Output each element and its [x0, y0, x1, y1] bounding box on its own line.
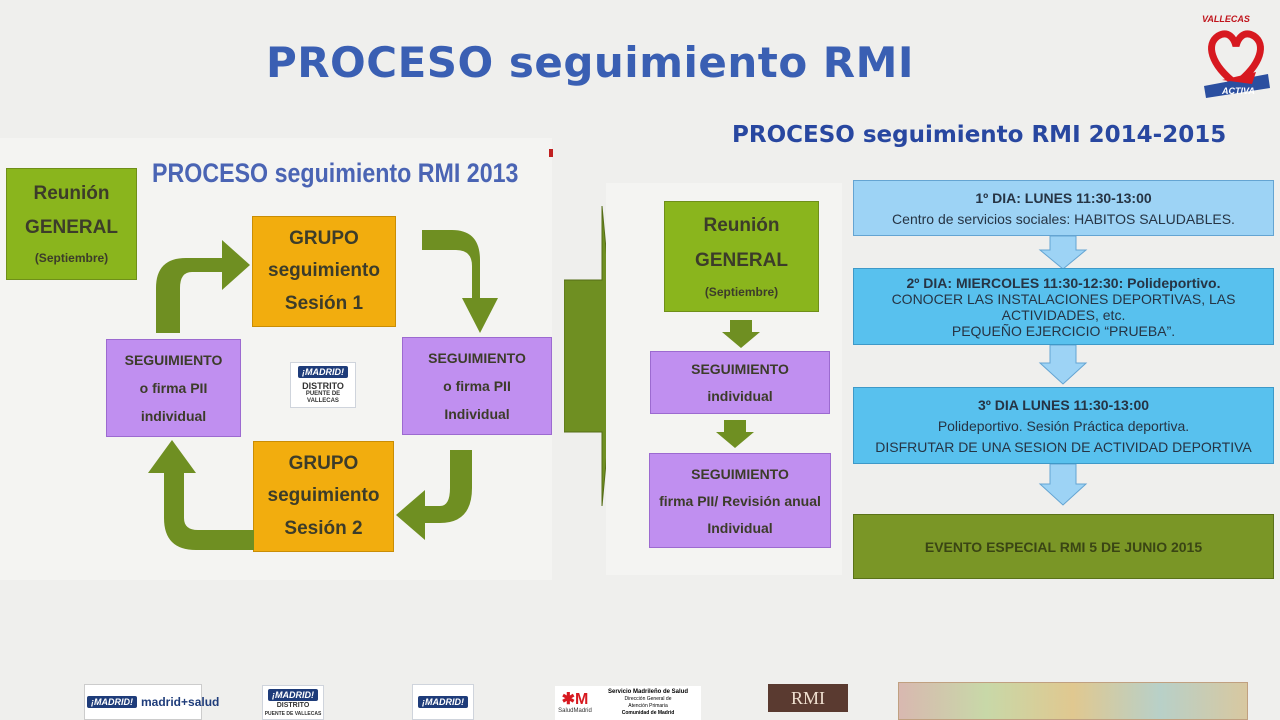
vallecas-activa-logo: VALLECAS ACTIVA	[1200, 14, 1272, 100]
dia3-box: 3º DIA LUNES 11:30-13:00 Polideportivo. …	[853, 387, 1274, 464]
grupo1-line2: seguimiento	[268, 260, 380, 282]
footer-logos: ¡MADRID! madrid+salud ¡MADRID! DISTRITO …	[0, 682, 1280, 720]
footer-madrid3-logo: ¡MADRID!	[412, 684, 474, 720]
evento-box: EVENTO ESPECIAL RMI 5 DE JUNIO 2015	[853, 514, 1274, 579]
reunion-line2: GENERAL	[25, 217, 118, 238]
dia1-box: 1º DIA: LUNES 11:30-13:00 Centro de serv…	[853, 180, 1274, 236]
mid-firma-box: SEGUIMIENTO firma PII/ Revisión anual In…	[649, 453, 831, 548]
down-arrow-4	[1038, 345, 1088, 385]
reunion-line3: (Septiembre)	[34, 251, 109, 265]
grupo-sesion1-box: GRUPO seguimiento Sesión 1	[252, 216, 396, 327]
down-arrow-5	[1038, 464, 1088, 506]
arrow-right-down	[422, 230, 498, 333]
mid-seg2-line1: SEGUIMIENTO	[691, 465, 789, 482]
dia3-line2: Polideportivo. Sesión Práctica deportiva…	[937, 417, 1190, 434]
red-mark	[549, 149, 553, 157]
dia1-line1: 1º DIA: LUNES 11:30-13:00	[975, 189, 1152, 206]
footer-distrito-logo: ¡MADRID! DISTRITO PUENTE DE VALLECAS	[262, 685, 324, 720]
page-title: PROCESO seguimiento RMI	[265, 38, 915, 87]
logo-text-top: VALLECAS	[1202, 14, 1250, 24]
salud-mark-icon: ✱M	[561, 691, 589, 708]
seguimiento-left-box: SEGUIMIENTO o firma PII individual	[106, 339, 241, 437]
arrow-down-left	[396, 450, 472, 540]
salud-mark-text: SaludMadrid	[558, 708, 592, 714]
madrid-salud-text: madrid+salud	[141, 695, 220, 709]
mid-seguimiento-box: SEGUIMIENTO individual	[650, 351, 830, 414]
down-arrow-1	[722, 320, 760, 348]
footer-distrito-tag: ¡MADRID!	[268, 688, 318, 701]
reunion-general-box: Reunión GENERAL (Septiembre)	[6, 168, 137, 280]
arrow-up-right	[156, 240, 250, 333]
mid-reunion-box: Reunión GENERAL (Septiembre)	[664, 201, 819, 312]
footer-distrito-l1: DISTRITO	[276, 701, 310, 709]
distrito-logo: ¡MADRID! DISTRITO PUENTE DE VALLECAS	[290, 362, 356, 408]
dia2-line2: CONOCER LAS INSTALACIONES DEPORTIVAS, LA…	[891, 291, 1236, 323]
rmi-text: RMI	[790, 687, 825, 708]
madrid-tag: ¡MADRID!	[298, 365, 348, 378]
salud-l3: Atención Primaria	[628, 703, 668, 709]
left-title: PROCESO seguimiento RMI 2013	[152, 158, 519, 188]
grupo2-line2: seguimiento	[267, 485, 380, 507]
mid-reunion-line3: (Septiembre)	[704, 284, 779, 299]
mid-seg2-line2: firma PII/ Revisión anual	[659, 492, 821, 509]
down-arrow-3	[1038, 236, 1088, 270]
dia2-line1: 2º DIA: MIERCOLES 11:30-12:30: Polidepor…	[906, 275, 1221, 291]
rmi-logo: RMI	[768, 684, 848, 712]
distrito-sub-text: PUENTE DE VALLECAS	[305, 390, 341, 404]
grupo1-line3: Sesión 1	[284, 292, 364, 314]
reunion-line1: Reunión	[33, 183, 110, 204]
arrow-left-up	[148, 440, 254, 550]
dia3-line1: 3º DIA LUNES 11:30-13:00	[977, 396, 1150, 413]
dia2-box: 2º DIA: MIERCOLES 11:30-12:30: Polidepor…	[853, 268, 1274, 345]
footer-madrid3-tag: ¡MADRID!	[418, 696, 468, 708]
subtitle: PROCESO seguimiento RMI 2014-2015	[732, 122, 1227, 148]
seg-right-line1: SEGUIMIENTO	[428, 350, 526, 366]
distrito-text: DISTRITO	[302, 380, 344, 391]
salud-madrid-logo: ✱M SaludMadrid Servicio Madrileño de Sal…	[555, 686, 701, 720]
seg-right-line3: Individual	[444, 406, 510, 422]
mid-seg1-line1: SEGUIMIENTO	[691, 361, 789, 378]
mid-reunion-line2: GENERAL	[695, 249, 788, 271]
grupo2-line3: Sesión 2	[284, 517, 363, 539]
seg-left-line3: individual	[140, 408, 207, 424]
heart-logo-icon	[1204, 30, 1270, 98]
mid-seg1-line2: individual	[707, 387, 773, 404]
footer-distrito-l2: PUENTE DE VALLECAS	[264, 710, 322, 717]
salud-l4: Comunidad de Madrid	[621, 710, 675, 716]
madrid-salud-tag: ¡MADRID!	[87, 696, 137, 708]
activity-banner	[898, 682, 1248, 720]
mid-reunion-line1: Reunión	[703, 214, 780, 236]
down-arrow-2	[716, 420, 754, 448]
logo-text-bottom: ACTIVA	[1222, 86, 1255, 96]
cycle-arrows	[148, 230, 498, 550]
seg-left-line2: o firma PII	[139, 380, 208, 396]
madrid-salud-logo: ¡MADRID! madrid+salud	[84, 684, 219, 720]
salud-l1: Servicio Madrileño de Salud	[607, 689, 689, 695]
dia1-line2: Centro de servicios sociales: HABITOS SA…	[892, 210, 1235, 227]
evento-text: EVENTO ESPECIAL RMI 5 DE JUNIO 2015	[924, 538, 1203, 555]
grupo2-line1: GRUPO	[288, 453, 359, 475]
mid-seg2-line3: Individual	[707, 519, 773, 536]
dia2-line3: PEQUEÑO EJERCICIO “PRUEBA”.	[951, 323, 1176, 339]
seguimiento-right-box: SEGUIMIENTO o firma PII Individual	[402, 337, 552, 435]
dia3-line3: DISFRUTAR DE UNA SESION DE ACTIVIDAD DEP…	[875, 438, 1252, 455]
salud-l2: Dirección General de	[624, 696, 672, 702]
seg-left-line1: SEGUIMIENTO	[124, 352, 223, 368]
grupo-sesion2-box: GRUPO seguimiento Sesión 2	[253, 441, 394, 552]
seg-right-line2: o firma PII	[443, 378, 511, 394]
grupo1-line1: GRUPO	[289, 228, 359, 250]
